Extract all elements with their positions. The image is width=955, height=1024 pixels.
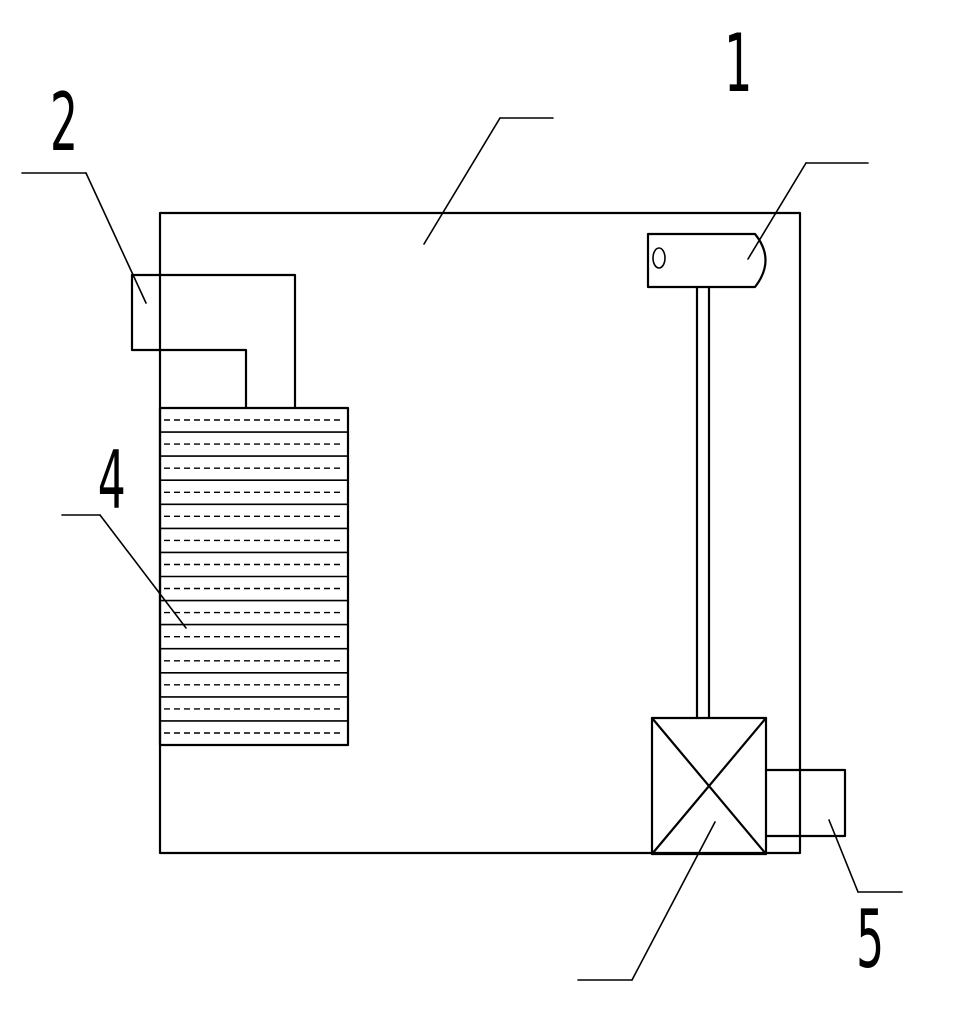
housing — [158, 211, 802, 855]
callout-5: 5 — [856, 894, 884, 987]
callout-4: 4 — [98, 435, 126, 528]
callout-2: 2 — [50, 77, 78, 170]
callout-numbers: 1 2 4 6 5 3 — [50, 18, 884, 987]
pump-box — [650, 716, 768, 856]
leader-lines — [21, 117, 903, 981]
callout-1: 1 — [724, 18, 752, 111]
float-valve — [646, 232, 767, 720]
coil-fins — [159, 419, 349, 734]
outlet-pipe — [764, 768, 847, 838]
inlet-elbow-pipe — [130, 273, 297, 410]
finned-coil — [158, 406, 350, 747]
